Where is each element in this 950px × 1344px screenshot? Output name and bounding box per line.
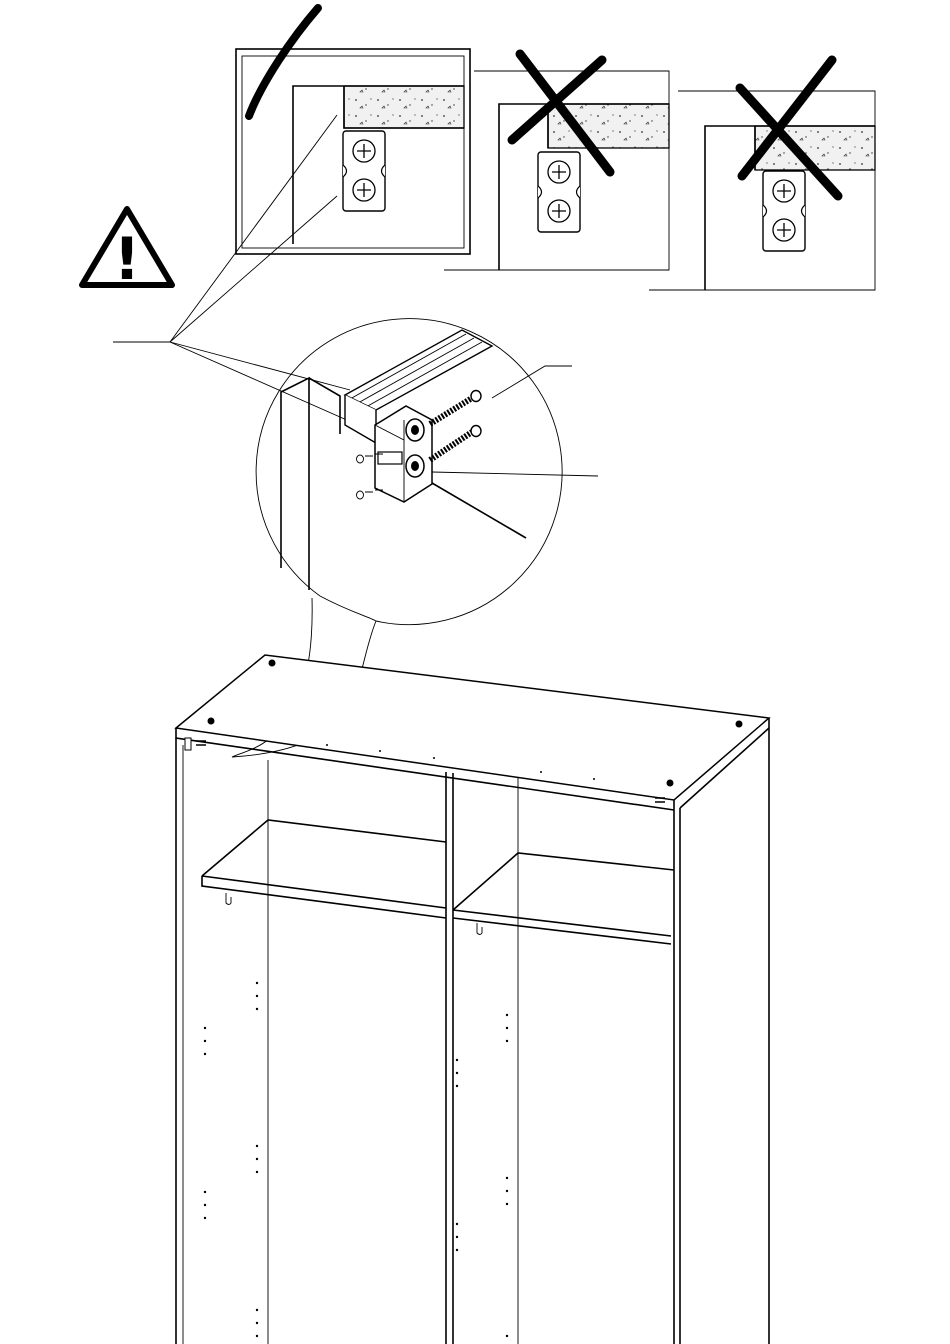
wall-bracket: [538, 152, 580, 232]
mounting-check-wrong-1: [444, 54, 669, 270]
wall-bracket: [763, 171, 805, 251]
wardrobe: [176, 655, 769, 1344]
screw-callout: [492, 366, 572, 398]
wall-bracket: [343, 131, 385, 211]
bracket-callout: [432, 472, 598, 476]
mounting-check-correct: [236, 8, 470, 254]
shelf-support-holes: [204, 982, 508, 1337]
warning-triangle-icon: !: [82, 209, 172, 293]
screw: [430, 426, 481, 461]
warning-symbol: !: [114, 225, 140, 293]
screw: [430, 391, 481, 425]
mounting-check-wrong-2: [649, 60, 875, 290]
wall-bracket: [375, 406, 432, 502]
check-mark-icon: [249, 8, 318, 116]
wall-plug: [357, 490, 384, 499]
